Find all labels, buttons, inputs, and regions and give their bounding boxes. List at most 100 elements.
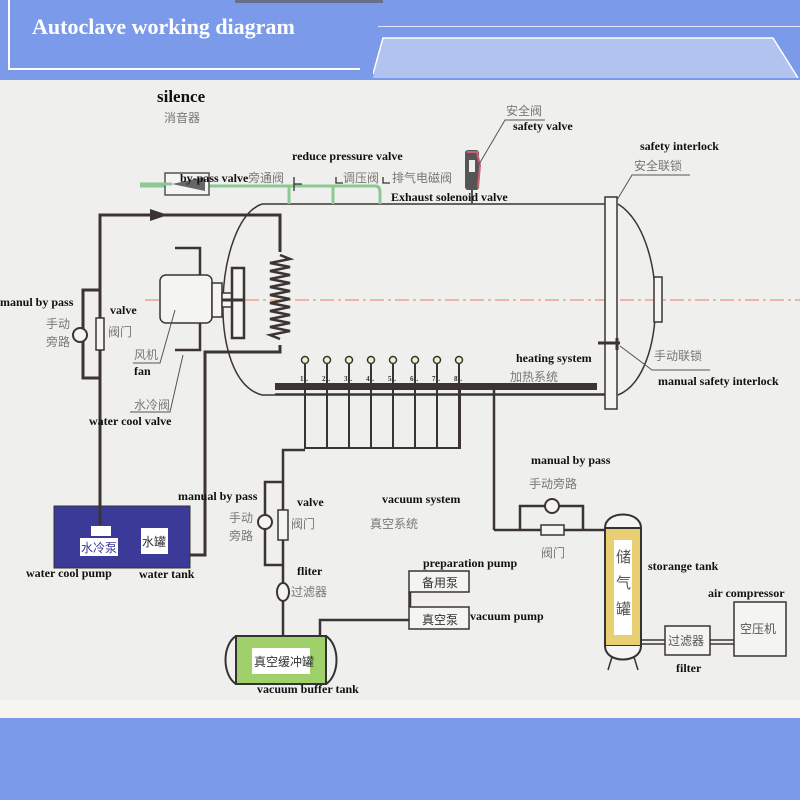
- heater-label: 4L: [366, 375, 375, 383]
- pressure-valve-cn-label: 调压阀: [343, 171, 379, 185]
- safety-interlock-cn-label: 安全联锁: [634, 158, 682, 173]
- valve-mid-cn-label: 阀门: [291, 516, 315, 531]
- filter-label: filter: [676, 661, 702, 675]
- safety-valve-icon: [465, 119, 545, 204]
- pressure-valve-symbol: [335, 177, 343, 184]
- safety-interlock-label: safety interlock: [640, 139, 719, 153]
- flow-arrow-icon: [150, 209, 168, 221]
- heater-element: 4L: [366, 355, 376, 448]
- heater-terminal-icon: [322, 355, 332, 365]
- footer-banner: [0, 718, 800, 800]
- air-compressor-box: [733, 601, 787, 657]
- bypass-valve-cn-label: 旁通阀: [248, 170, 284, 185]
- heater-element: 7L: [432, 355, 442, 448]
- storage-cn2: 气: [616, 574, 631, 592]
- fliter-cn-label: 过滤器: [291, 585, 327, 599]
- silence-cn-label: 消音器: [164, 110, 200, 125]
- storage-cn3: 罐: [616, 600, 631, 618]
- vacuum-system-label: vacuum system: [382, 492, 460, 506]
- heater-terminal-icon: [344, 355, 354, 365]
- fliter-label: fliter: [297, 564, 323, 578]
- circulation-pipe: [81, 213, 282, 557]
- heating-system-cn-label: 加热系统: [510, 370, 558, 384]
- valve-left-label: valve: [110, 303, 137, 317]
- valve-mid-icon: [277, 509, 289, 541]
- manual-bypass-right-cn-label: 手动旁路: [529, 476, 577, 491]
- water-tank-label: water tank: [139, 567, 195, 581]
- heater-label: 3L: [344, 375, 353, 383]
- filter-cn-label: 过滤器: [668, 634, 704, 648]
- preparation-pump-box: [408, 570, 470, 593]
- heater-terminal-icon: [366, 355, 376, 365]
- heater-terminal-icon: [432, 355, 442, 365]
- filter-mid-icon: [276, 582, 290, 602]
- water-tank-cn-label: 水罐: [142, 535, 166, 549]
- reduce-pressure-label: reduce pressure valve: [292, 149, 403, 163]
- vacuum-system-cn-label: 真空系统: [370, 517, 418, 531]
- fan-cn-label: 风机: [134, 348, 158, 362]
- heater-label: 1L: [300, 375, 309, 383]
- manual-bypass-mid-label: manual by pass: [178, 489, 258, 503]
- exhaust-cn-label: 排气电磁阀: [392, 170, 452, 185]
- heater-group: 1L 2L 3L 4L 5L 6L 7L 8L: [300, 355, 464, 448]
- banner-tab: [373, 37, 799, 78]
- prep-pump-cn-label: 备用泵: [422, 576, 458, 590]
- water-cool-pump-icon: [91, 526, 111, 536]
- storage-cn1: 储: [616, 548, 631, 566]
- safety-interlock-leader: [616, 174, 690, 201]
- exhaust-label: Exhaust solenoid valve: [391, 190, 508, 204]
- heater-label: 6L: [410, 375, 419, 383]
- exhaust-valve-symbol: [382, 177, 390, 184]
- manual-bypass-left-cn1: 手动: [46, 317, 70, 331]
- heater-label: 8L: [454, 375, 463, 383]
- heater-element: 5L: [388, 355, 398, 448]
- water-box: [53, 505, 191, 569]
- fan-leader: [133, 309, 176, 364]
- prep-pump-label: preparation pump: [423, 556, 517, 570]
- vac-buffer-label: vacuum buffer tank: [257, 682, 359, 696]
- heater-terminal-icon: [454, 355, 464, 365]
- manual-bypass-mid-cn1: 手动: [229, 511, 253, 525]
- manual-bypass-mid-cn2: 旁路: [229, 528, 253, 543]
- filter-box: [664, 625, 711, 656]
- vac-pump-cn-label: 真空泵: [422, 613, 458, 627]
- bypass-valve-left-icon: [72, 327, 88, 343]
- manual-interlock-cn-label: 手动联锁: [654, 348, 702, 363]
- valve-right-icon: [540, 524, 565, 536]
- fan-label: fan: [134, 364, 151, 378]
- heater-label: 7L: [432, 375, 441, 383]
- heating-coil: [265, 253, 295, 341]
- bypass-valve-right-icon: [544, 498, 560, 514]
- valve-left-icon: [95, 317, 105, 351]
- autoclave-vessel: [222, 196, 663, 410]
- heater-terminal-icon: [410, 355, 420, 365]
- heater-label: 2L: [322, 375, 331, 383]
- vacuum-pump-box: [408, 606, 470, 630]
- bypass-valve-mid-icon: [257, 514, 273, 530]
- valve-mid-label: valve: [297, 495, 324, 509]
- vac-buffer-cn-label: 真空缓冲罐: [254, 654, 314, 669]
- heater-element: 2L: [322, 355, 332, 448]
- heating-system-label: heating system: [516, 351, 592, 365]
- heater-terminal-icon: [300, 355, 310, 365]
- heater-element: 8L: [454, 355, 464, 448]
- manual-interlock-handle: [598, 338, 620, 350]
- bypass-valve-label: by-pass valve: [180, 171, 249, 185]
- manual-interlock-label: manual safety interlock: [658, 374, 779, 388]
- manual-bypass-right-label: manual by pass: [531, 453, 611, 467]
- water-pump-label: water cool pump: [26, 566, 112, 580]
- exhaust-pipes: [140, 184, 382, 204]
- heater-label: 5L: [388, 375, 397, 383]
- safety-valve-cn-label: 安全阀: [506, 103, 542, 118]
- manual-bypass-left-cn2: 旁路: [46, 334, 70, 349]
- water-tank-icon: [141, 528, 168, 554]
- banner-line: [378, 26, 800, 27]
- heater-element: 3L: [344, 355, 354, 448]
- bottom-strip: [0, 700, 800, 718]
- water-pump-cn-label: 水冷泵: [81, 541, 117, 555]
- vacuum-buffer-tank: [224, 635, 338, 685]
- title-banner: Autoclave working diagram: [0, 0, 800, 80]
- fan-motor: [159, 246, 246, 352]
- silencer-arrow-icon: [172, 177, 205, 191]
